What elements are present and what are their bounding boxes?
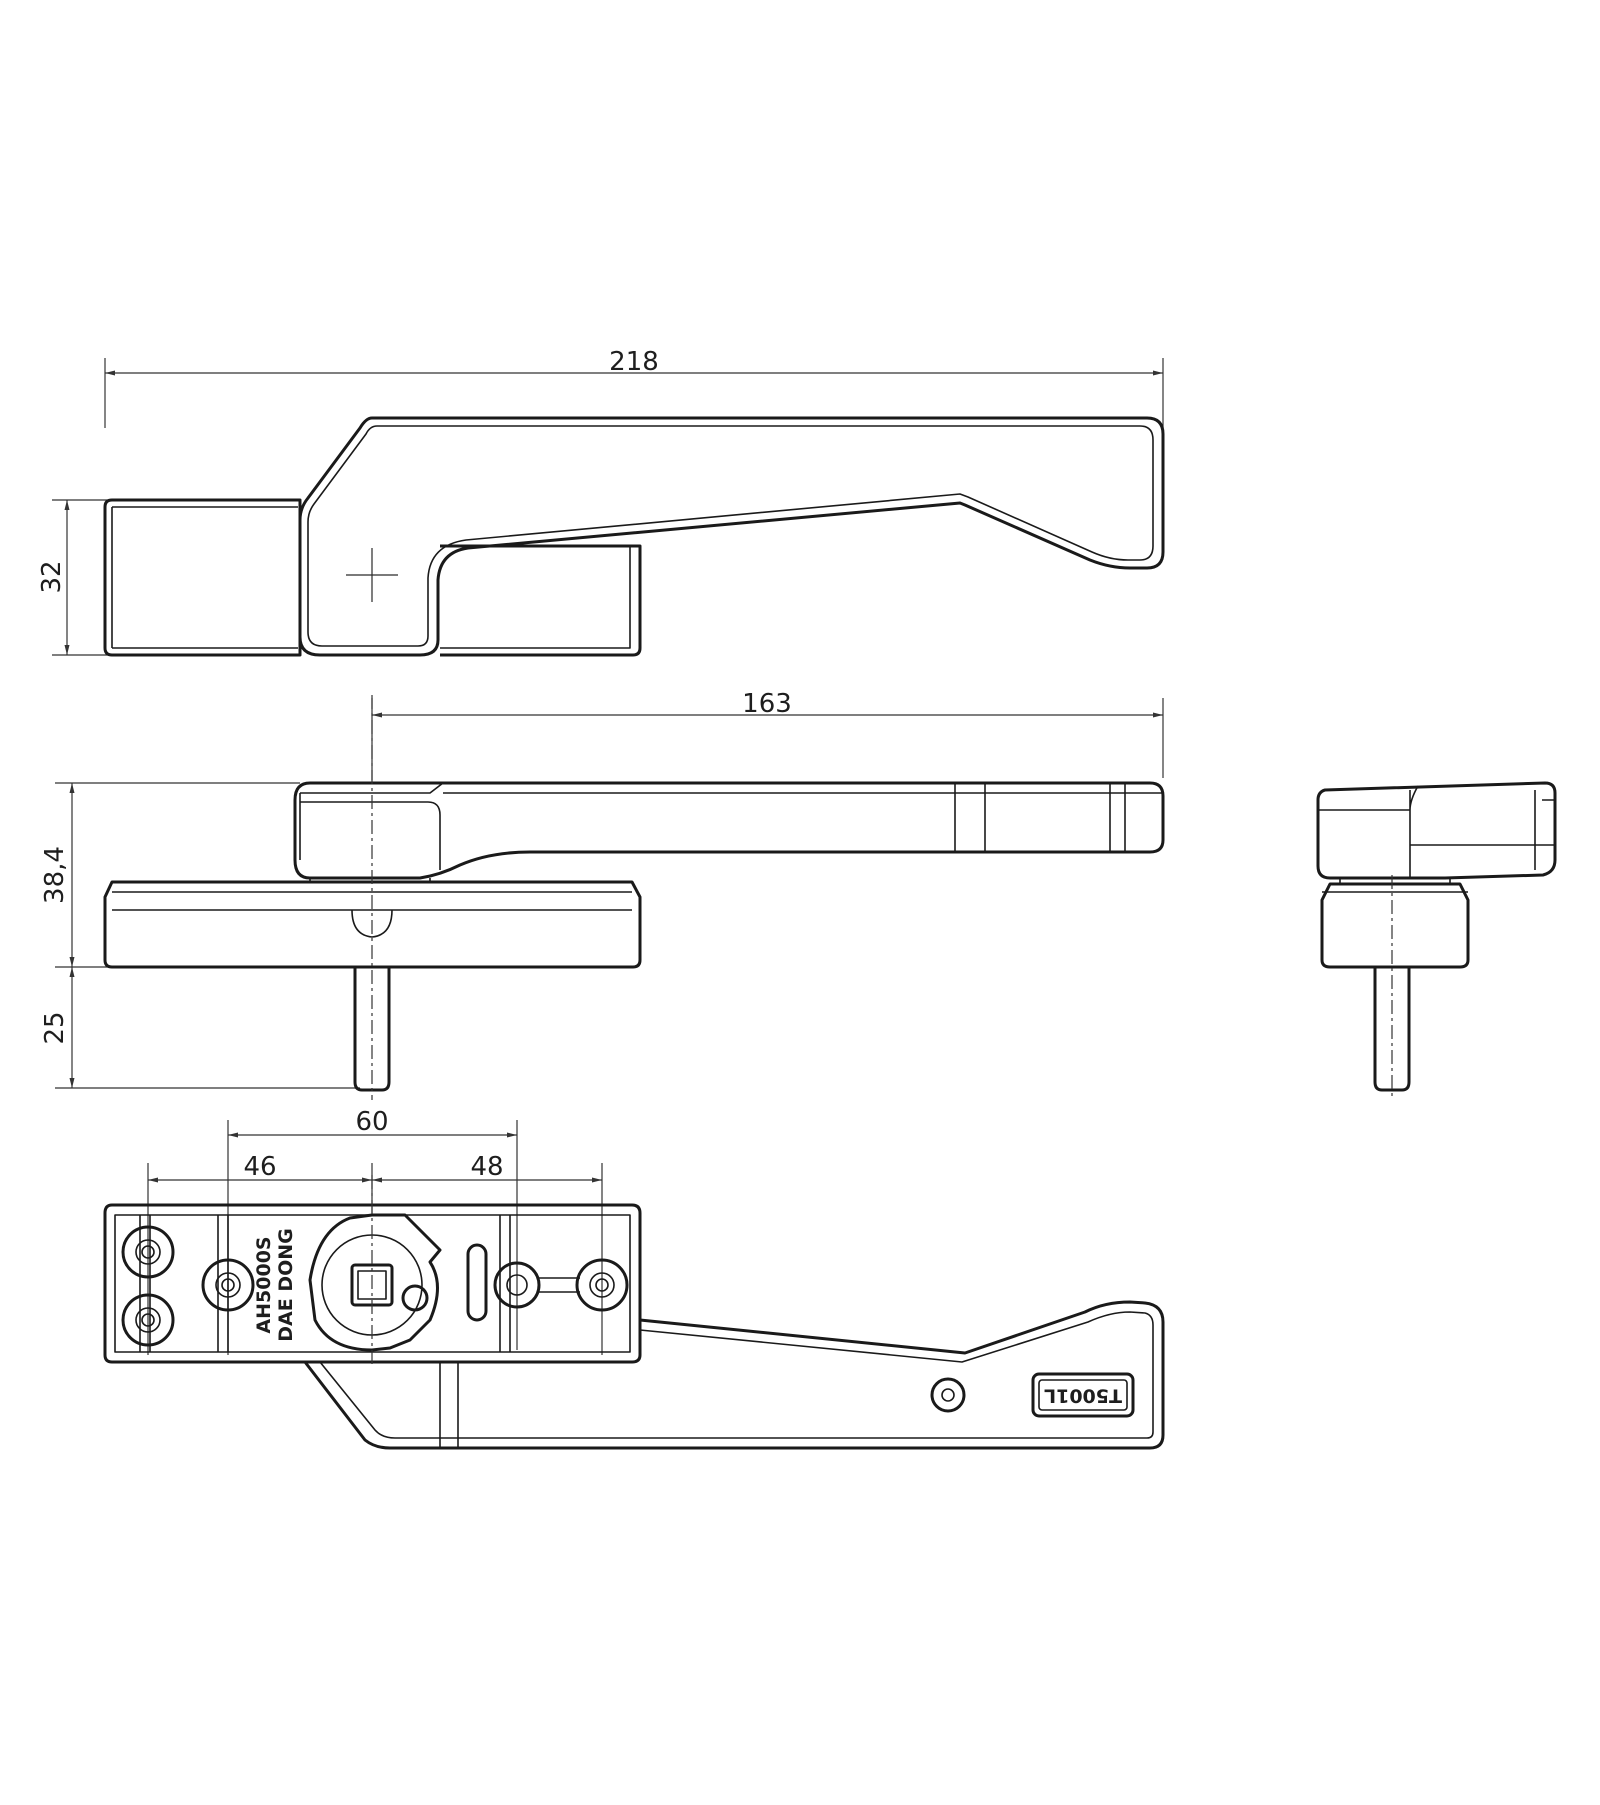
dimension-label-218: 218 (609, 347, 659, 377)
mounting-hole-4 (493, 1261, 541, 1309)
dimension-label-163: 163 (742, 689, 792, 719)
base-plate-side (103, 498, 302, 657)
dimension-label-48: 48 (470, 1152, 503, 1182)
base-plate-rear (440, 544, 642, 657)
dimension-163: 163 (371, 689, 1164, 780)
dimension-label-60: 60 (355, 1107, 388, 1137)
dimension-label-46: 46 (243, 1152, 276, 1182)
plan-view: 60 46 48 (103, 1107, 1165, 1450)
top-view: 218 32 (37, 347, 1165, 657)
part-code-label: T5001L (1044, 1385, 1122, 1407)
dimension-25: 25 (40, 967, 360, 1089)
spindle-end (1373, 967, 1411, 1092)
mounting-hole-1 (121, 1225, 175, 1279)
model-marking-line2: DAE DONG (275, 1228, 297, 1342)
handle-arm-front (293, 781, 1165, 880)
model-marking-line1: AH5000S (253, 1236, 275, 1333)
base-end (1320, 882, 1470, 969)
dimension-38-4: 38,4 (40, 782, 300, 968)
dimension-label-25: 25 (40, 1011, 70, 1044)
mounting-hole-2 (121, 1293, 175, 1347)
rotor-boss (308, 1213, 442, 1352)
dimension-label-32: 32 (37, 560, 67, 593)
handle-body-side (298, 416, 1165, 657)
handle-lever-plan (303, 1300, 1165, 1450)
slot (466, 1243, 488, 1322)
mounting-hole-3 (201, 1258, 255, 1312)
dimension-218: 218 (104, 347, 1164, 428)
dimension-label-38-4: 38,4 (40, 846, 70, 904)
base-plate-plan (103, 1203, 642, 1364)
end-view (1316, 781, 1557, 1098)
mounting-hole-5 (575, 1258, 629, 1312)
part-code-box: T5001L (1031, 1372, 1135, 1418)
pivot-rivet (930, 1377, 966, 1413)
base-front (103, 880, 642, 969)
front-view: 163 38,4 25 (40, 689, 1165, 1100)
dimension-46: 46 (147, 1152, 372, 1355)
dimension-32: 32 (37, 499, 110, 656)
handle-end (1316, 781, 1557, 880)
